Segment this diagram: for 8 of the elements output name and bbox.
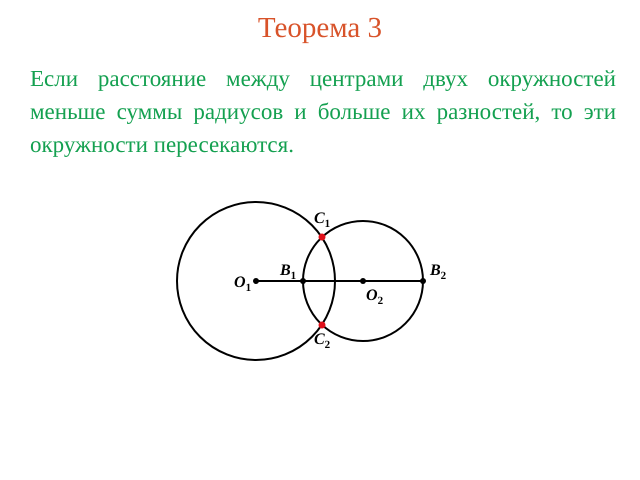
theorem-title: Теорема 3 [256,12,384,45]
point-label: C$_{1}$ [314,211,330,232]
point-label: O$_{1}$ [234,275,252,296]
point-label: C$_{2}$ [314,332,330,354]
point-label: O$_{2}$ [366,288,384,310]
theorem-statement: Если расстояние между центрами двух окружностей меньше суммы радиусов и больше их разностей, то эти окружности пересекаются. [30,65,616,159]
point-label: B$_{2}$ [430,263,446,284]
point-label: B$_{1}$ [280,263,296,284]
